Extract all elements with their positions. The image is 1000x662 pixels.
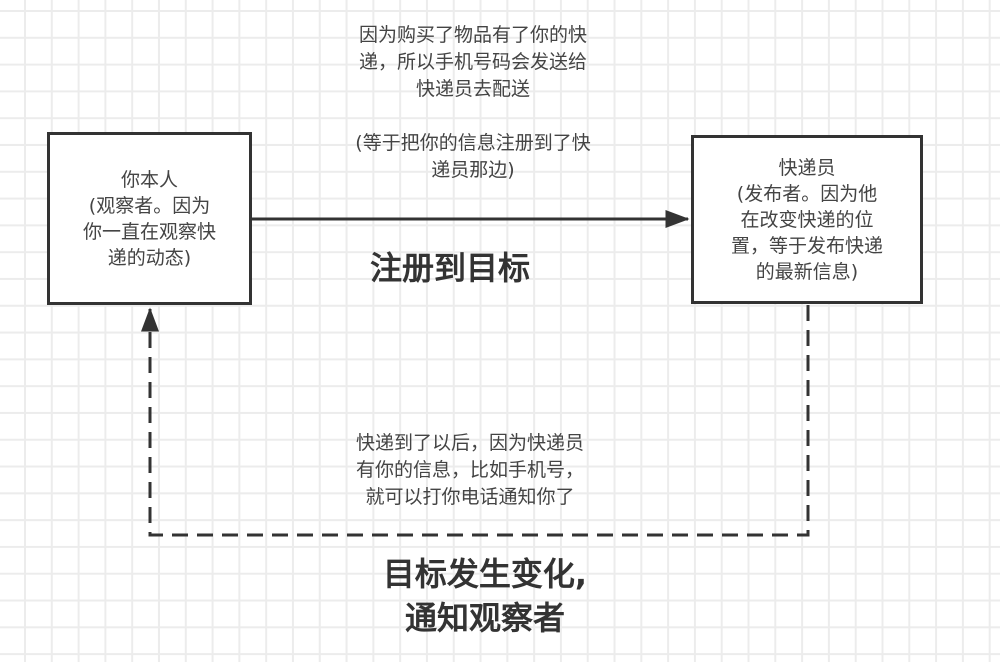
register-label: 注册到目标 [369,249,530,287]
register-note: 因为购买了物品有了你的快 递，所以手机号码会发送给 快递员去配送 [358,24,587,100]
notify-note: 快递到了以后，因为快递员 有你的信息，比如手机号， 就可以打你电话通知你了 [355,432,584,508]
register-note-paren: (等于把你的信息注册到了快 递员那边) [355,132,591,181]
observer-title: 你本人 [120,168,178,191]
observer-description: (观察者。因为 你一直在观察快 递的动态) [82,194,216,269]
observer-node[interactable]: 你本人 (观察者。因为 你一直在观察快 递的动态) [47,132,252,305]
subject-node[interactable]: 快递员 (发布者。因为他 在改变快递的位 置，等于发布快递 的最新信息) [691,135,923,304]
notify-label: 目标发生变化, 通知观察者 [382,555,588,637]
subject-description: (发布者。因为他 在改变快递的位 置，等于发布快递 的最新信息) [730,182,883,283]
subject-title: 快递员 [778,156,836,179]
notify-arrow [141,305,810,537]
